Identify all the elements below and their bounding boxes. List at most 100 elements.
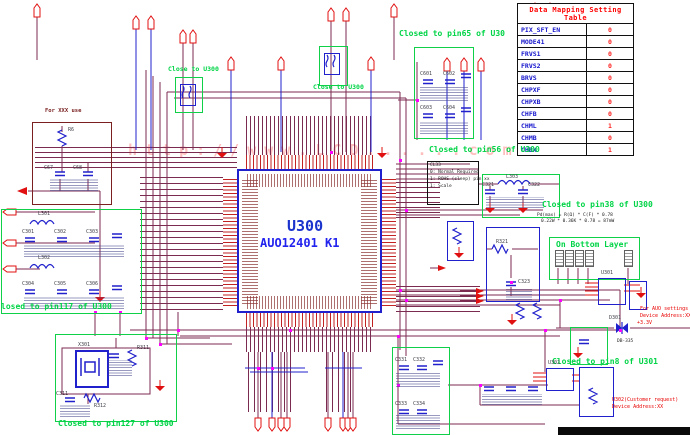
part-ref: C301 xyxy=(22,229,35,235)
value-text xyxy=(108,360,132,376)
capacitor-symbols xyxy=(25,73,589,415)
box-crystal xyxy=(55,334,177,422)
box-close-u300-b xyxy=(319,46,348,86)
formula-line1: Pd(max) = R(Ω) * C(F) * 0.78 xyxy=(537,213,613,218)
annotation-close-u300-b: Close to U300 xyxy=(313,83,364,91)
part-ref: C603 xyxy=(420,105,433,111)
net-flags-down xyxy=(254,417,357,432)
title-block-bar xyxy=(558,427,690,435)
value-text xyxy=(24,296,124,309)
crystal-body xyxy=(75,350,109,388)
value-text xyxy=(486,197,544,208)
chip-pinnames-right xyxy=(361,180,377,304)
part-ref: C333 xyxy=(395,401,408,407)
inductor-symbols xyxy=(29,179,531,270)
value-text xyxy=(396,415,440,429)
box-left-filters xyxy=(1,209,142,314)
box-on-bottom-layer xyxy=(549,237,640,280)
box-resistor-small xyxy=(447,221,474,261)
box-close-u300-a xyxy=(175,77,203,113)
pin-row-top xyxy=(246,155,374,169)
annotation-pin127: Closed to pin127 of U300 xyxy=(58,419,174,428)
net-flags-up xyxy=(33,2,554,72)
part-ref: C602 xyxy=(443,71,456,77)
note-box-line: 0: Normal Required xyxy=(430,170,479,175)
annotation-pin65: Closed to pin65 of U30 xyxy=(399,29,505,38)
box-u302-outer xyxy=(579,367,614,417)
value-text xyxy=(420,87,468,101)
part-ref: C601 xyxy=(420,71,433,77)
resistor-pack xyxy=(555,250,564,267)
part-ref: C311 xyxy=(56,391,69,397)
part-ref: C604 xyxy=(443,105,456,111)
wire-bundle-left-dist xyxy=(35,146,237,168)
part-ref: C306 xyxy=(86,281,99,287)
resistor-pack xyxy=(585,250,594,267)
note-for-xxx: For XXX use xyxy=(45,108,82,114)
part-ref: C305 xyxy=(54,281,67,287)
part-ref: C67 xyxy=(44,165,54,171)
rail-3v3-label: +3.3V xyxy=(637,320,653,326)
wire-fan-b xyxy=(326,352,356,412)
blue-wires xyxy=(135,29,482,418)
value-text xyxy=(396,373,440,387)
ic-u302 xyxy=(546,368,574,391)
part-ref: C331 xyxy=(395,357,408,363)
part-ref: C323 xyxy=(518,279,531,285)
note-box-line: 1: Scale xyxy=(430,184,452,189)
part-ref: U302 xyxy=(548,360,561,366)
value-text xyxy=(24,244,124,257)
wire-bundle-bottom xyxy=(246,327,374,352)
chip-u300: U300 AUO12401 K1 xyxy=(237,169,382,313)
note-u302: U302(Customer request) xyxy=(612,397,679,403)
annotation-on-bottom-layer: On Bottom Layer xyxy=(556,240,629,249)
value-text xyxy=(420,121,468,134)
pin-row-bottom xyxy=(246,313,374,327)
part-ref: C321 xyxy=(482,182,495,188)
part-ref: L302 xyxy=(38,255,51,261)
part-ref: C302 xyxy=(54,229,67,235)
table-title: Data Mapping Setting Table xyxy=(517,3,634,24)
part-ref: L301 xyxy=(38,211,51,217)
note-box-line: CL33 xyxy=(430,163,441,168)
part-ref: C322 xyxy=(528,182,541,188)
part-ref: D301 xyxy=(609,315,622,321)
part-ref: R6 xyxy=(68,127,75,133)
pin-row-left xyxy=(223,178,237,306)
part-ref: X301 xyxy=(78,342,91,348)
chip-pinnames-top xyxy=(247,174,373,187)
value-text xyxy=(50,179,98,191)
box-mid-rc xyxy=(486,227,540,302)
note-box-line: 1: ROHS (sleep) pin xx xyxy=(430,177,490,182)
diode-symbol xyxy=(616,322,628,334)
value-text xyxy=(506,289,532,300)
diode-part-label: DB-335 xyxy=(617,339,634,344)
note-auo-settings: For AUO settings xyxy=(640,306,689,312)
box-u301-side xyxy=(629,281,647,310)
part-ref: C304 xyxy=(22,281,35,287)
part-ref: R311 xyxy=(137,345,150,351)
chip-ref: U300 xyxy=(287,217,324,235)
choke-symbols xyxy=(181,54,336,99)
part-ref: R321 xyxy=(496,239,509,245)
note-auo-address: Device Address:XX xyxy=(640,313,690,319)
wire-fan-a xyxy=(248,352,294,412)
annotation-close-u300-a: Close to U300 xyxy=(168,65,219,73)
ic-pin-stubs xyxy=(533,282,640,382)
part-ref: C332 xyxy=(413,357,426,363)
wire-bundle-right-a xyxy=(396,178,440,218)
value-text xyxy=(60,405,90,417)
wire-bundle-left xyxy=(140,176,223,310)
note-u302-address: Device Address:XX xyxy=(612,404,664,410)
resistor-pack xyxy=(575,250,584,267)
